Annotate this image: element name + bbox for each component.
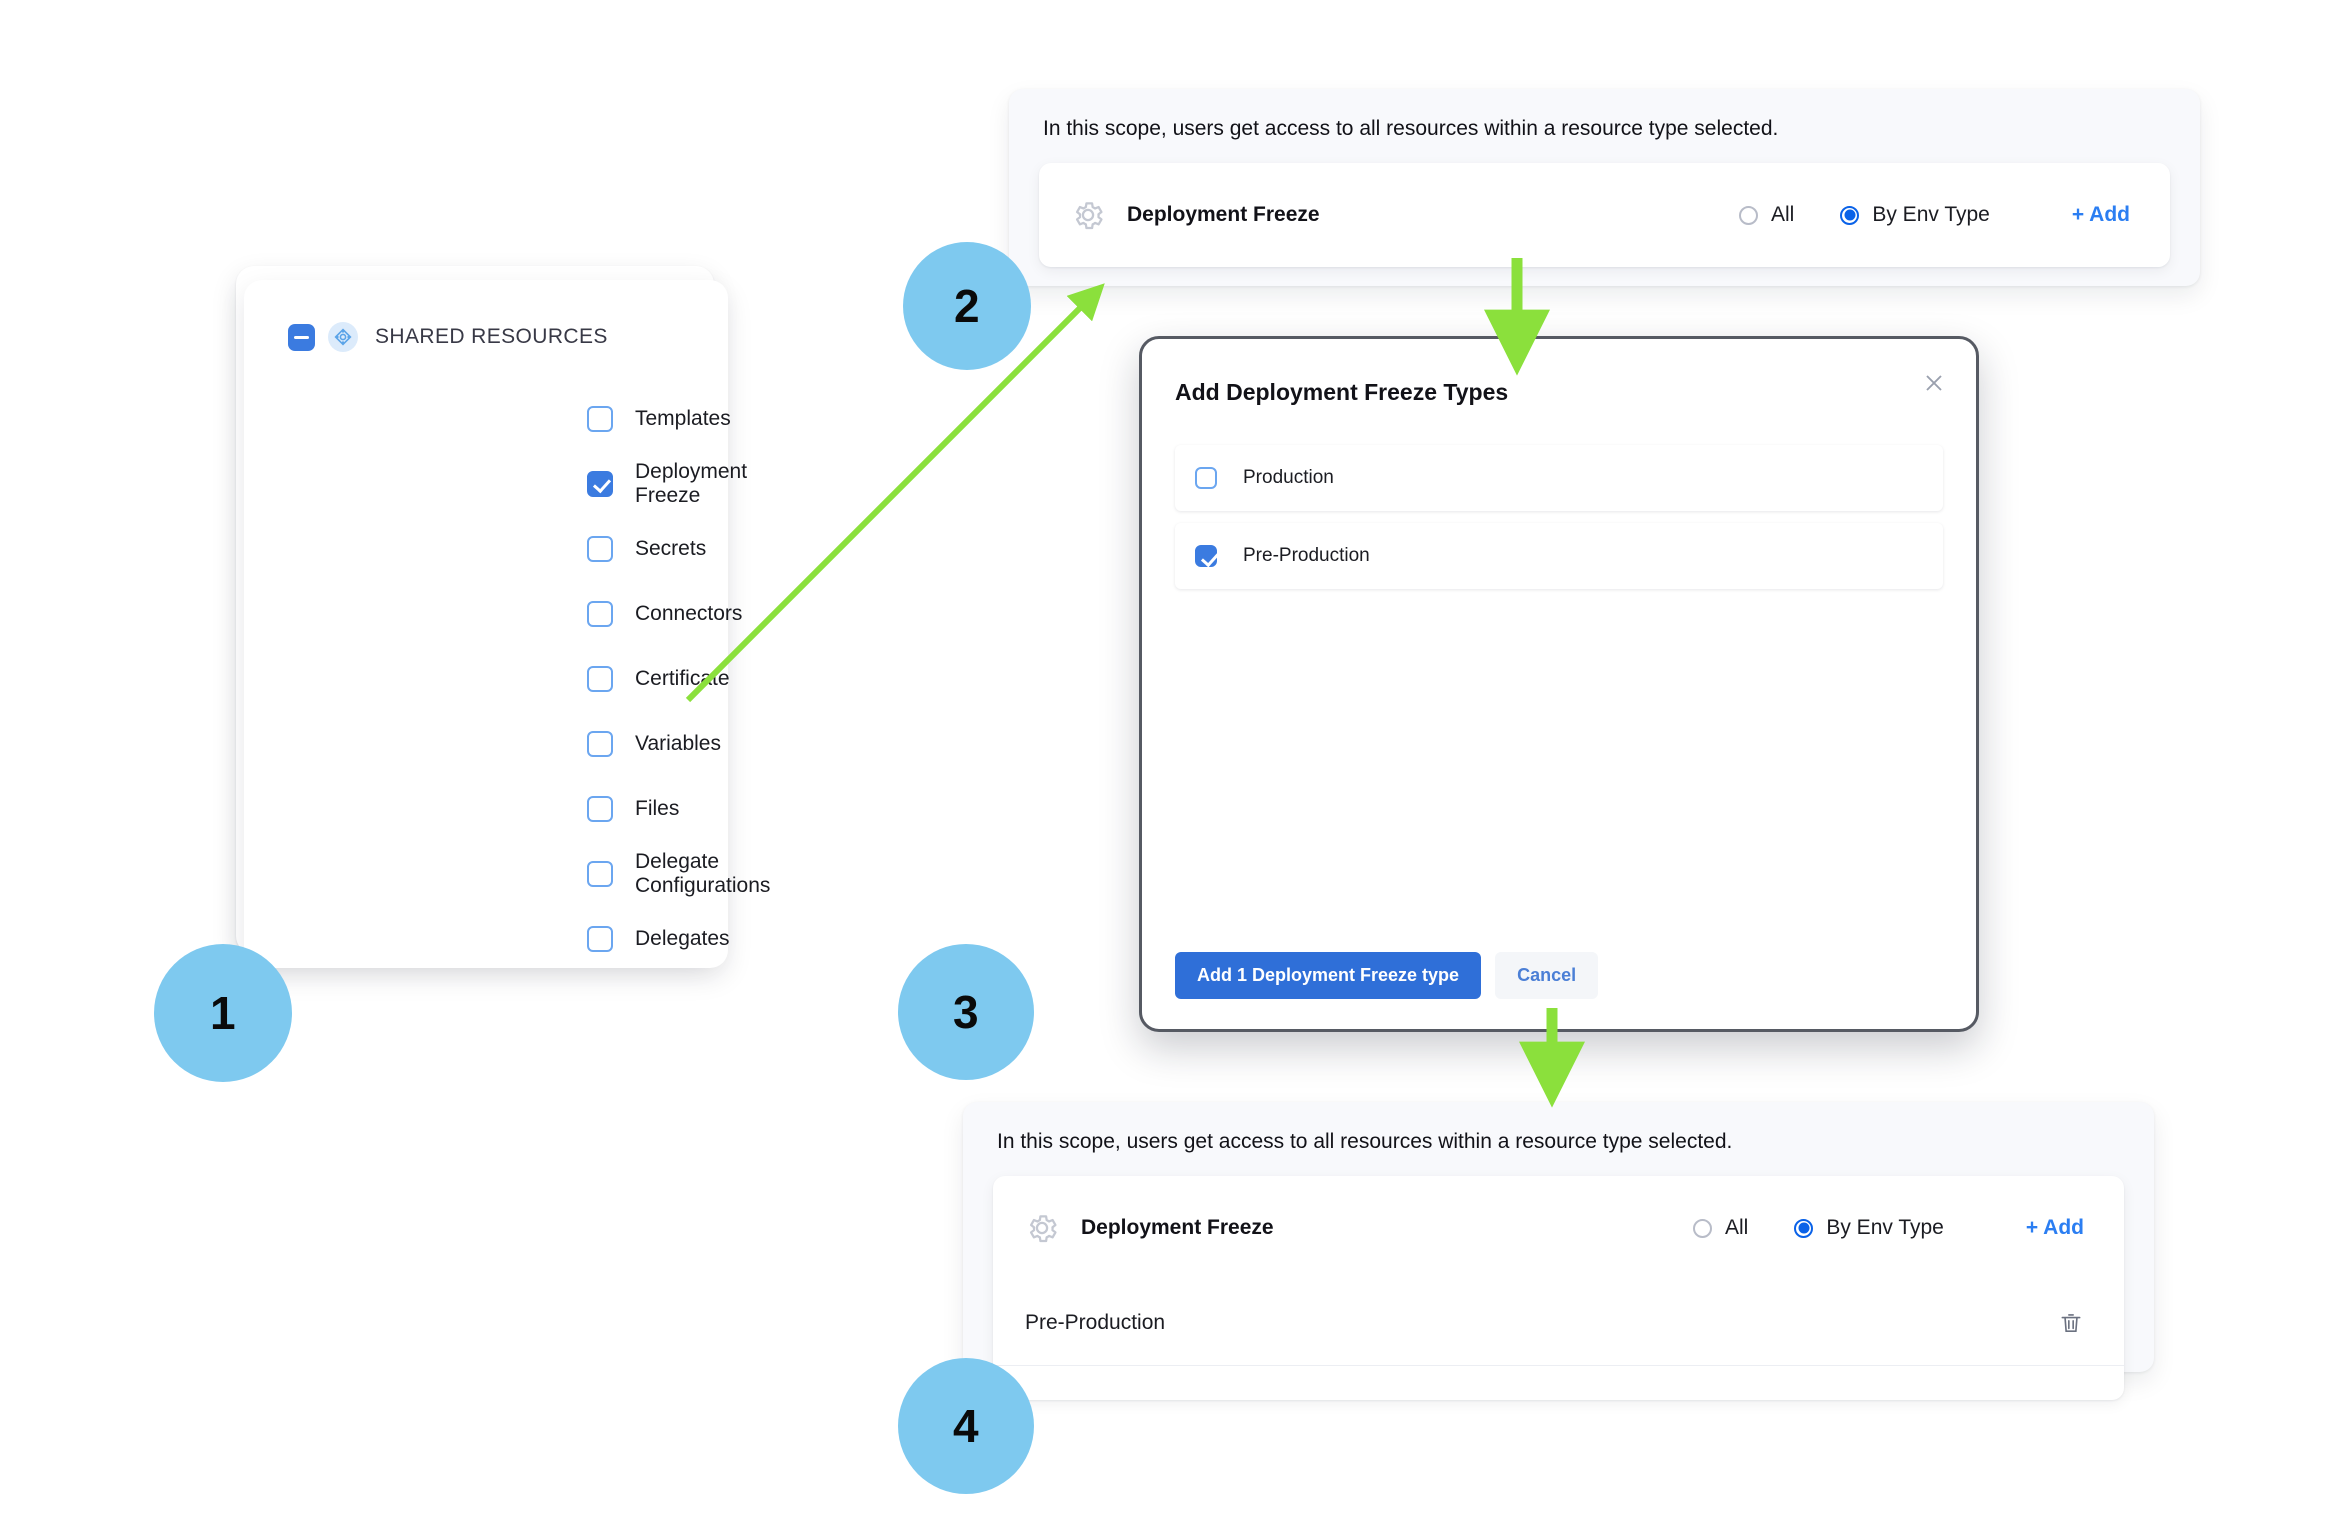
add-button-top[interactable]: + Add — [2071, 203, 2130, 226]
resource-label: Delegates — [635, 926, 730, 950]
radio-by-env-type-bottom[interactable]: By Env Type — [1794, 1216, 1944, 1240]
shared-resource-item[interactable]: Secrets — [587, 516, 714, 581]
radio-all-bottom[interactable]: All — [1693, 1216, 1748, 1240]
resource-checkbox[interactable] — [587, 600, 613, 627]
resource-label: Templates — [635, 406, 731, 430]
modal-footer: Add 1 Deployment Freeze type Cancel — [1175, 952, 1599, 999]
scope-card-bottom: Deployment Freeze All By Env Type + Add … — [993, 1176, 2124, 1400]
radio-by-env-type-top[interactable]: By Env Type — [1840, 203, 1990, 227]
radio-all-top[interactable]: All — [1739, 203, 1794, 227]
resource-row-top: Deployment Freeze All By Env Type + Add — [1039, 163, 2170, 267]
shared-resource-item[interactable]: Files — [587, 776, 714, 841]
resource-checkbox[interactable] — [587, 405, 613, 432]
selected-env-type-row: Pre-Production — [993, 1280, 2124, 1366]
modal-title: Add Deployment Freeze Types — [1175, 379, 1509, 405]
radio-dot-all — [1693, 1218, 1712, 1238]
shared-resource-item[interactable]: Connectors — [587, 581, 742, 646]
shared-resource-item[interactable]: Templates — [587, 386, 731, 451]
scope-panel-bottom: In this scope, users get access to all r… — [963, 1102, 2154, 1400]
modal-option-checkbox[interactable] — [1195, 545, 1217, 567]
resource-label: Secrets — [635, 536, 707, 560]
radio-dot-by-env — [1794, 1218, 1814, 1238]
shared-resources-title: SHARED RESOURCES — [375, 325, 608, 348]
resource-label: Certificate — [635, 666, 730, 690]
modal-option-checkbox[interactable] — [1195, 467, 1217, 489]
resource-checkbox[interactable] — [587, 470, 613, 497]
modal-option-row[interactable]: Production — [1175, 445, 1943, 511]
modal-option-row[interactable]: Pre-Production — [1175, 523, 1943, 589]
scope-radio-group-bottom: All By Env Type — [1693, 1216, 1944, 1240]
radio-by-env-label: By Env Type — [1872, 203, 1990, 226]
resource-checkbox[interactable] — [587, 795, 613, 822]
step-badge-3: 3 — [898, 944, 1034, 1080]
step-badge-1: 1 — [154, 944, 292, 1082]
scope-radio-group-top: All By Env Type — [1739, 203, 1990, 227]
arrow-1-to-2 — [685, 283, 1105, 703]
add-button-bottom[interactable]: + Add — [2025, 1216, 2084, 1239]
resource-checkbox[interactable] — [587, 535, 613, 562]
radio-dot-all — [1739, 205, 1758, 225]
resource-label: Files — [635, 796, 680, 820]
trash-icon[interactable] — [2058, 1310, 2084, 1336]
resource-label: Connectors — [635, 601, 743, 625]
resource-name-bottom: Deployment Freeze — [1081, 1216, 1274, 1239]
gear-icon — [1075, 202, 1103, 230]
step-badge-4: 4 — [898, 1358, 1034, 1494]
cancel-button[interactable]: Cancel — [1495, 952, 1599, 999]
shared-resource-item[interactable]: Variables — [587, 711, 721, 776]
resource-name-top: Deployment Freeze — [1127, 203, 1320, 226]
radio-all-label: All — [1725, 1216, 1749, 1239]
radio-by-env-label: By Env Type — [1826, 1216, 1944, 1239]
shared-resources-header: SHARED RESOURCES — [236, 266, 714, 352]
scope-panel-top: In this scope, users get access to all r… — [1009, 89, 2200, 286]
resource-checkbox[interactable] — [587, 665, 613, 692]
selected-env-type-label: Pre-Production — [1025, 1310, 1166, 1334]
shared-resource-item[interactable]: Deployment Freeze — [587, 451, 747, 516]
shared-resources-group-checkbox[interactable] — [288, 323, 315, 351]
shared-resource-item[interactable]: Delegates — [587, 906, 730, 971]
radio-dot-by-env — [1840, 205, 1860, 225]
resource-label: Delegate Configurations — [635, 849, 771, 897]
resource-row-bottom: Deployment Freeze All By Env Type + Add — [993, 1176, 2124, 1280]
add-types-button[interactable]: Add 1 Deployment Freeze type — [1175, 952, 1482, 999]
scope-note-top: In this scope, users get access to all r… — [1043, 117, 1779, 140]
close-icon[interactable] — [1920, 369, 1948, 397]
modal-option-label: Pre-Production — [1243, 545, 1370, 566]
scope-note-bottom: In this scope, users get access to all r… — [997, 1130, 1733, 1153]
radio-all-label: All — [1771, 203, 1795, 226]
resource-checkbox[interactable] — [587, 860, 613, 887]
resource-checkbox[interactable] — [587, 730, 613, 757]
scope-card-top: Deployment Freeze All By Env Type + Add — [1039, 163, 2170, 267]
modal-option-label: Production — [1243, 467, 1334, 488]
resource-cluster-icon — [328, 322, 358, 352]
step-badge-2: 2 — [903, 242, 1031, 370]
resource-label: Deployment Freeze — [635, 459, 748, 507]
resource-checkbox[interactable] — [587, 925, 613, 952]
resource-label: Variables — [635, 731, 721, 755]
selected-env-types-list: Pre-Production — [993, 1280, 2124, 1400]
shared-resource-item[interactable]: Delegate Configurations — [587, 841, 770, 906]
gear-icon — [1029, 1215, 1057, 1243]
shared-resource-item[interactable]: Certificate — [587, 646, 730, 711]
